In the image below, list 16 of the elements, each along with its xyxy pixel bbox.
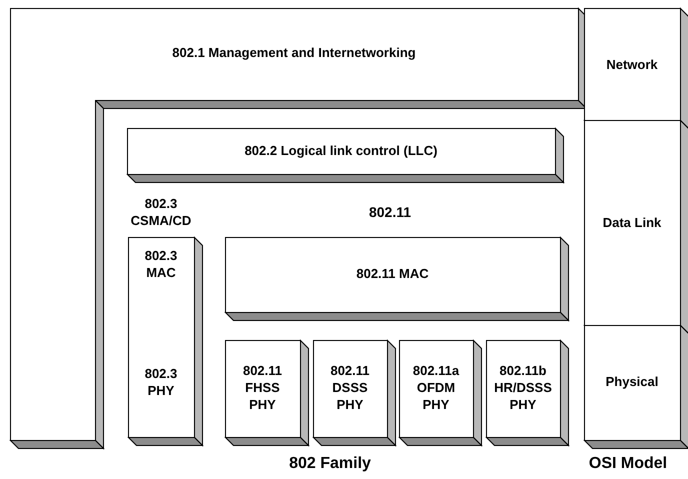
- block-label: 802.3 PHY: [144, 365, 178, 399]
- block-label: Network: [605, 56, 659, 73]
- group-label: 802.11: [368, 204, 412, 220]
- block-label: Physical: [604, 373, 660, 390]
- block-label: 802.11b HR/DSSS PHY: [493, 362, 553, 413]
- block-label: 802.2 Logical link control (LLC): [244, 142, 438, 159]
- block-label: Data Link: [602, 214, 662, 231]
- group-caption: OSI Model: [588, 455, 668, 473]
- block-label: 802.3 MAC: [144, 247, 178, 281]
- block-heading: 802.3 CSMA/CD: [130, 195, 192, 229]
- block-label: 802.11 FHSS PHY: [242, 362, 284, 413]
- block-label: 802.11a OFDM PHY: [412, 362, 460, 413]
- block-label: 802.11 DSSS PHY: [329, 362, 371, 413]
- block-label: 802.11 MAC: [355, 265, 430, 282]
- group-caption: 802 Family: [288, 455, 372, 473]
- block-label: 802.1 Management and Internetworking: [171, 44, 417, 61]
